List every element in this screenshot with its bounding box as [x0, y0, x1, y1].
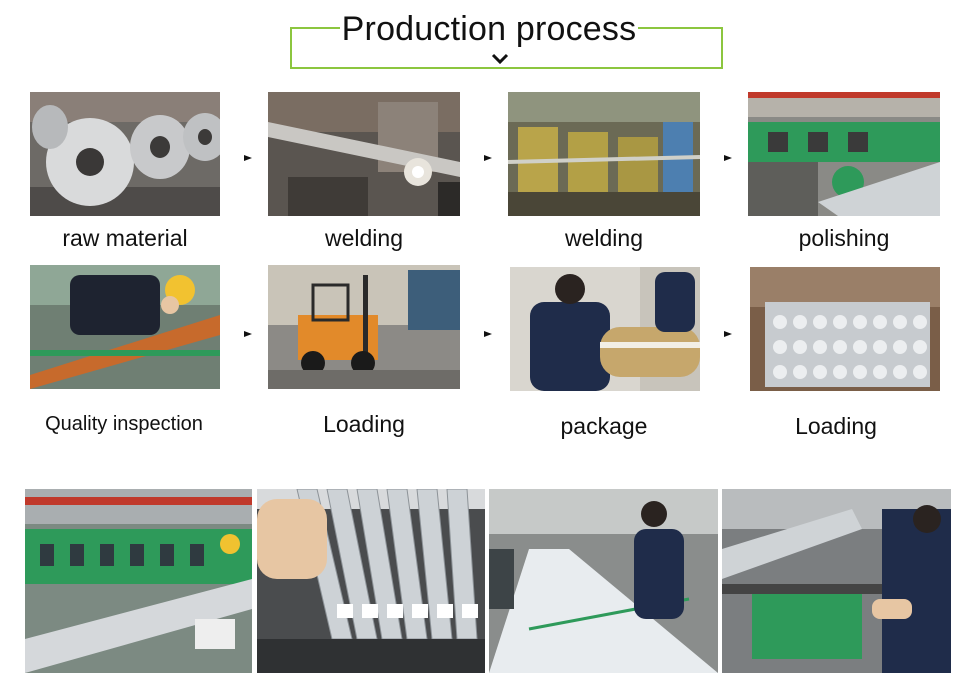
- step-caption: Quality inspection: [45, 413, 203, 435]
- step-caption: welding: [325, 225, 403, 251]
- welding-machine-photo: [268, 92, 460, 216]
- arrow-right-icon: [244, 155, 252, 161]
- pipe-mill-photo: [508, 92, 700, 216]
- tube-label-photo: [257, 489, 485, 673]
- page-title: Production process: [339, 10, 639, 48]
- arrow-right-icon: [244, 331, 252, 337]
- step-caption: package: [560, 413, 648, 439]
- wrapping-photo: [510, 267, 700, 391]
- inspection-photo: [30, 265, 220, 389]
- arrow-right-icon: [724, 155, 732, 161]
- arrow-right-icon: [724, 331, 732, 337]
- step-caption: polishing: [798, 225, 890, 251]
- step-caption: raw material: [62, 225, 188, 251]
- arrow-right-icon: [484, 331, 492, 337]
- packing-line-photo: [489, 489, 718, 673]
- container-photo: [750, 267, 940, 391]
- factory-line-photo: [25, 489, 252, 673]
- tube-cutting-photo: [722, 489, 951, 673]
- step-caption: Loading: [323, 411, 405, 437]
- forklift-photo: [268, 265, 460, 389]
- steel-coils-photo: [30, 92, 220, 216]
- chevron-down-icon: [491, 53, 509, 65]
- arrow-right-icon: [484, 155, 492, 161]
- step-caption: Loading: [795, 413, 877, 439]
- polishing-line-photo: [748, 92, 940, 216]
- step-caption: welding: [565, 225, 643, 251]
